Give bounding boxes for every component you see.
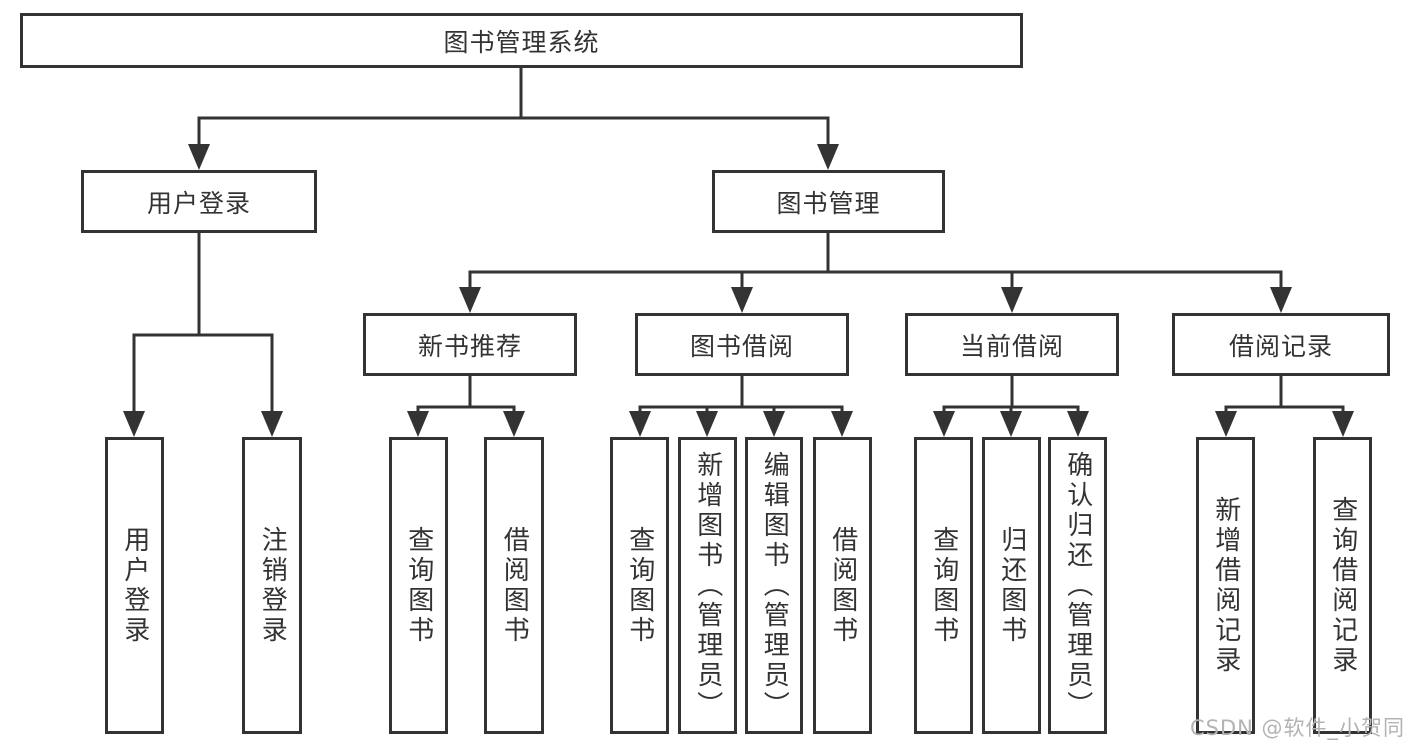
leaf-query-books-borrow: 查询图书 <box>610 437 669 734</box>
leaf-user-login: 用户登录 <box>105 437 164 734</box>
leaf-label: 查询图书 <box>624 525 655 646</box>
leaf-label: 查询图书 <box>928 525 959 646</box>
leaf-confirm-return-admin: 确认归还（管理员） <box>1048 437 1107 734</box>
leaf-query-books-current: 查询图书 <box>914 437 973 734</box>
leaf-label: 查询图书 <box>403 525 434 646</box>
leaf-logout: 注销登录 <box>242 437 302 734</box>
leaf-label: 归还图书 <box>996 525 1027 646</box>
node-borrow-records: 借阅记录 <box>1172 313 1390 376</box>
leaf-return-book: 归还图书 <box>982 437 1041 734</box>
node-label: 借阅记录 <box>1228 331 1333 361</box>
leaf-label: 编辑图书（管理员） <box>759 450 790 721</box>
leaf-label: 新增图书（管理员） <box>692 450 723 721</box>
leaf-add-borrow-record: 新增借阅记录 <box>1196 437 1255 734</box>
leaf-query-borrow-record: 查询借阅记录 <box>1313 437 1372 734</box>
leaf-label: 用户登录 <box>119 525 150 646</box>
node-label: 图书借阅 <box>689 331 794 361</box>
node-book-management: 图书管理 <box>712 170 945 233</box>
leaf-label: 借阅图书 <box>499 525 530 646</box>
leaf-label: 查询借阅记录 <box>1327 495 1358 676</box>
leaf-label: 确认归还（管理员） <box>1062 450 1093 721</box>
leaf-label: 注销登录 <box>257 525 288 646</box>
leaf-label: 新增借阅记录 <box>1210 495 1241 676</box>
leaf-edit-book-admin: 编辑图书（管理员） <box>745 437 803 734</box>
node-label: 图书管理系统 <box>443 27 600 57</box>
node-user-login: 用户登录 <box>81 170 317 233</box>
node-label: 图书管理 <box>776 188 881 218</box>
leaf-borrow-books-recommend: 借阅图书 <box>484 437 544 734</box>
leaf-query-books-recommend: 查询图书 <box>389 437 448 734</box>
node-label: 新书推荐 <box>417 331 522 361</box>
node-current-borrow: 当前借阅 <box>905 313 1119 376</box>
watermark: CSDN @软件_小贺同学 <box>1190 716 1405 740</box>
leaf-label: 借阅图书 <box>827 525 858 646</box>
leaf-borrow-books: 借阅图书 <box>813 437 872 734</box>
leaf-add-book-admin: 新增图书（管理员） <box>678 437 737 734</box>
node-book-borrow: 图书借阅 <box>635 313 849 376</box>
arrowhead-icons <box>123 144 1354 437</box>
node-label: 用户登录 <box>146 188 251 218</box>
node-new-book-recommend: 新书推荐 <box>363 313 577 376</box>
node-label: 当前借阅 <box>959 331 1064 361</box>
node-library-system: 图书管理系统 <box>20 13 1023 68</box>
